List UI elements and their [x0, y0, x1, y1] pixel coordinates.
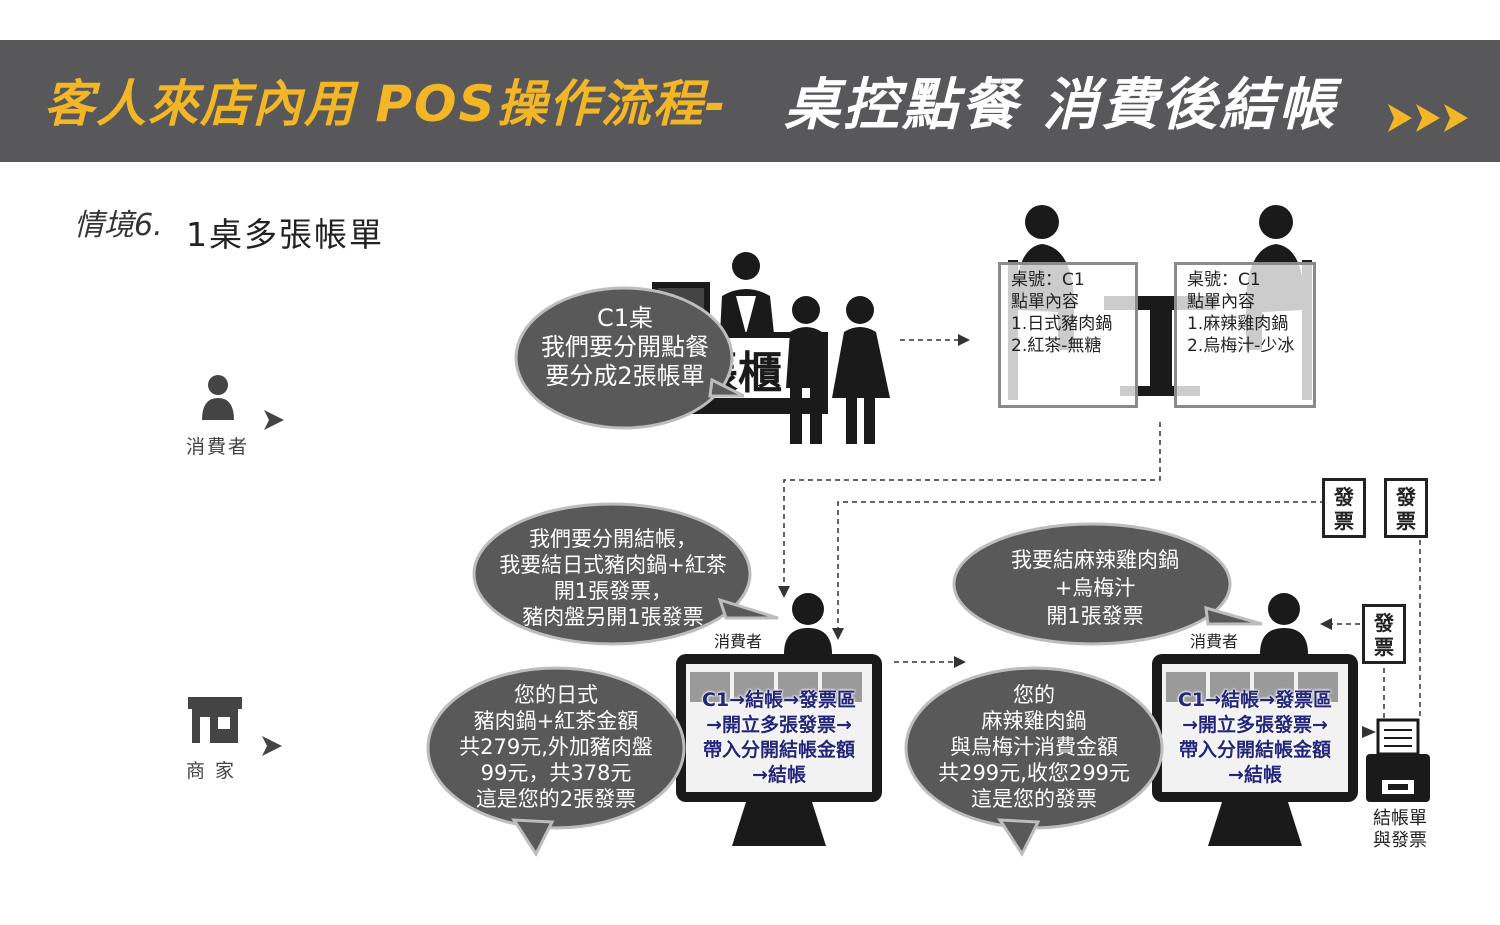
- left-pos-screen-text: C1→結帳→發票區 →開立多張發票→ 帶入分開結帳金額 →結帳: [701, 689, 856, 786]
- right-consumer-figure: [1260, 593, 1308, 654]
- invoice-icon: 發票: [1322, 478, 1366, 538]
- banner-title-right: 桌控點餐 消費後結帳: [784, 73, 1338, 138]
- printer-icon: [1366, 718, 1430, 802]
- order-note-left: 桌號：C1 點單內容 1.日式豬肉鍋 2.紅茶-無糖: [998, 262, 1138, 408]
- left-customer-bubble-text: 我們要分開結帳， 我要結日式豬肉鍋+紅茶 開1張發票， 豬肉盤另開1張發票: [499, 527, 727, 629]
- consumer-icon: [202, 375, 234, 420]
- left-customer-bubble: [472, 502, 779, 646]
- left-merchant-bubble-text: 您的日式 豬肉鍋+紅茶金額 共279元,外加豬肉盤 99元，共378元 這是您的…: [459, 683, 653, 811]
- printer-label: 結帳單 與發票: [1373, 808, 1427, 851]
- scenario-title: 1桌多張帳單: [186, 215, 384, 254]
- merchant-role-label: 商 家: [186, 760, 237, 782]
- right-merchant-bubble-text: 您的 麻辣雞肉鍋 與烏梅汁消費金額 共299元,收您299元 這是您的發票: [938, 683, 1130, 811]
- invoice-icon: 發票: [1384, 478, 1428, 538]
- left-merchant-bubble: [426, 666, 686, 858]
- triple-arrow-icon: [1388, 104, 1468, 132]
- right-merchant-bubble: [904, 666, 1164, 858]
- left-consumer-label: 消費者: [714, 632, 763, 651]
- store-icon: [188, 697, 242, 743]
- left-pos-monitor: [676, 654, 882, 846]
- consumer-role-label: 消費者: [186, 436, 250, 458]
- right-consumer-label: 消費者: [1190, 632, 1239, 651]
- top-speech-bubble: [514, 286, 744, 430]
- right-customer-bubble-text: 我要結麻辣雞肉鍋 +烏梅汁 開1張發票: [1011, 548, 1179, 628]
- consumer-arrow-icon: [264, 410, 284, 430]
- invoice-icon: 發票: [1362, 604, 1406, 664]
- left-consumer-figure: [784, 593, 832, 654]
- banner-title-left: 客人來店內用 POS操作流程-: [44, 75, 728, 133]
- order-note-right: 桌號：C1 點單內容 1.麻辣雞肉鍋 2.烏梅汁-少冰: [1174, 262, 1316, 408]
- right-customer-bubble: [952, 522, 1263, 646]
- merchant-arrow-icon: [262, 736, 282, 756]
- scenario-prefix: 情境6.: [74, 208, 163, 243]
- top-bubble-text: C1桌 我們要分開點餐 要分成2張帳單: [541, 304, 709, 390]
- right-pos-screen-text: C1→結帳→發票區 →開立多張發票→ 帶入分開結帳金額 →結帳: [1177, 689, 1332, 786]
- right-pos-monitor: [1152, 654, 1358, 846]
- title-banner: 客人來店內用 POS操作流程- 桌控點餐 消費後結帳: [0, 40, 1500, 162]
